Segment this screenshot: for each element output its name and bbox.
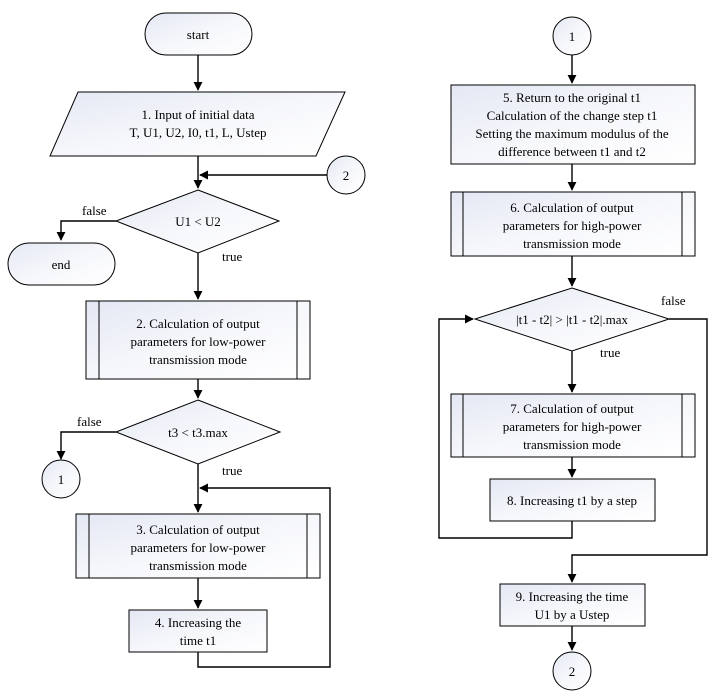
connector-1-in: 1: [552, 16, 592, 56]
connector-2-in-label: 2: [343, 168, 350, 183]
process-7-line-3: transmission mode: [523, 437, 621, 452]
start-terminator: start: [144, 12, 253, 56]
edge-n8-loop-back: [438, 314, 573, 539]
process-5-line-4: difference between t1 and t2: [498, 144, 646, 159]
decision-u1-lt-u2-label: U1 < U2: [175, 214, 221, 229]
input-data-node: 1. Input of initial data T, U1, U2, I0, …: [49, 91, 346, 157]
d3-true-label: true: [600, 345, 620, 360]
edge-n4-loop-back: [197, 483, 331, 668]
connector-1-out-label: 1: [58, 472, 65, 487]
d2-false-label: false: [77, 414, 102, 429]
decision-t3-label: t3 < t3.max: [168, 425, 228, 440]
edge-d2-false-to-connector1: [56, 431, 116, 460]
connector-2-out: 2: [552, 651, 592, 691]
process-2-line-2: parameters for low-power: [131, 334, 267, 349]
decision-t3-lt-t3max: t3 < t3.max: [114, 399, 282, 465]
process-2-line-1: 2. Calculation of output: [136, 316, 260, 331]
process-6-line-2: parameters for high-power: [503, 218, 642, 233]
process-6-line-1: 6. Calculation of output: [510, 200, 634, 215]
d1-false-label: false: [82, 203, 107, 218]
process-4-line-1: 4. Increasing the: [155, 615, 242, 630]
process-3-line-2: parameters for low-power: [131, 540, 267, 555]
d1-true-label: true: [222, 249, 242, 264]
process-8-label: 8. Increasing t1 by a step: [507, 493, 637, 508]
process-9-line-1: 9. Increasing the time: [516, 589, 629, 604]
process-3-line-3: transmission mode: [149, 558, 247, 573]
process-4-line-2: time t1: [180, 633, 216, 648]
d3-false-label: false: [661, 293, 686, 308]
connector-2-in: 2: [326, 155, 366, 195]
process-6-line-3: transmission mode: [523, 236, 621, 251]
decision-t1-t2-diff: |t1 - t2| > |t1 - t2|.max: [473, 287, 671, 352]
process-6-high-power: 6. Calculation of output parameters for …: [450, 191, 696, 257]
d2-true-label: true: [222, 463, 242, 478]
input-line-1: 1. Input of initial data: [141, 107, 254, 122]
decision-u1-lt-u2: U1 < U2: [114, 189, 281, 254]
process-4-increase-t1: 4. Increasing the time t1: [128, 609, 268, 653]
process-5-line-2: Calculation of the change step t1: [487, 108, 658, 123]
process-2-low-power: 2. Calculation of output parameters for …: [85, 300, 311, 380]
process-3-low-power: 3. Calculation of output parameters for …: [75, 513, 321, 579]
process-5-return-t1: 5. Return to the original t1 Calculation…: [450, 84, 696, 165]
process-7-high-power: 7. Calculation of output parameters for …: [450, 393, 696, 458]
process-7-line-2: parameters for high-power: [503, 419, 642, 434]
start-label: start: [187, 27, 210, 42]
process-5-line-1: 5. Return to the original t1: [503, 90, 641, 105]
process-7-line-1: 7. Calculation of output: [510, 401, 634, 416]
process-2-line-3: transmission mode: [149, 352, 247, 367]
end-terminator: end: [7, 242, 116, 286]
decision-t1-t2-label: |t1 - t2| > |t1 - t2|.max: [516, 312, 628, 327]
edge-d3-false-to-n9: [567, 318, 708, 583]
connector-1-out: 1: [41, 459, 81, 499]
edge-d1-false-to-end: [56, 220, 116, 241]
end-label: end: [52, 257, 71, 272]
process-3-line-1: 3. Calculation of output: [136, 522, 260, 537]
connector-1-in-label: 1: [569, 29, 576, 44]
process-5-line-3: Setting the maximum modulus of the: [475, 126, 668, 141]
process-9-increase-u1: 9. Increasing the time U1 by a Ustep: [499, 583, 646, 627]
process-9-line-2: U1 by a Ustep: [535, 607, 610, 622]
connector-2-out-label: 2: [569, 664, 576, 679]
input-line-2: T, U1, U2, I0, t1, L, Ustep: [130, 125, 267, 140]
process-8-increase-t1-step: 8. Increasing t1 by a step: [489, 478, 656, 522]
